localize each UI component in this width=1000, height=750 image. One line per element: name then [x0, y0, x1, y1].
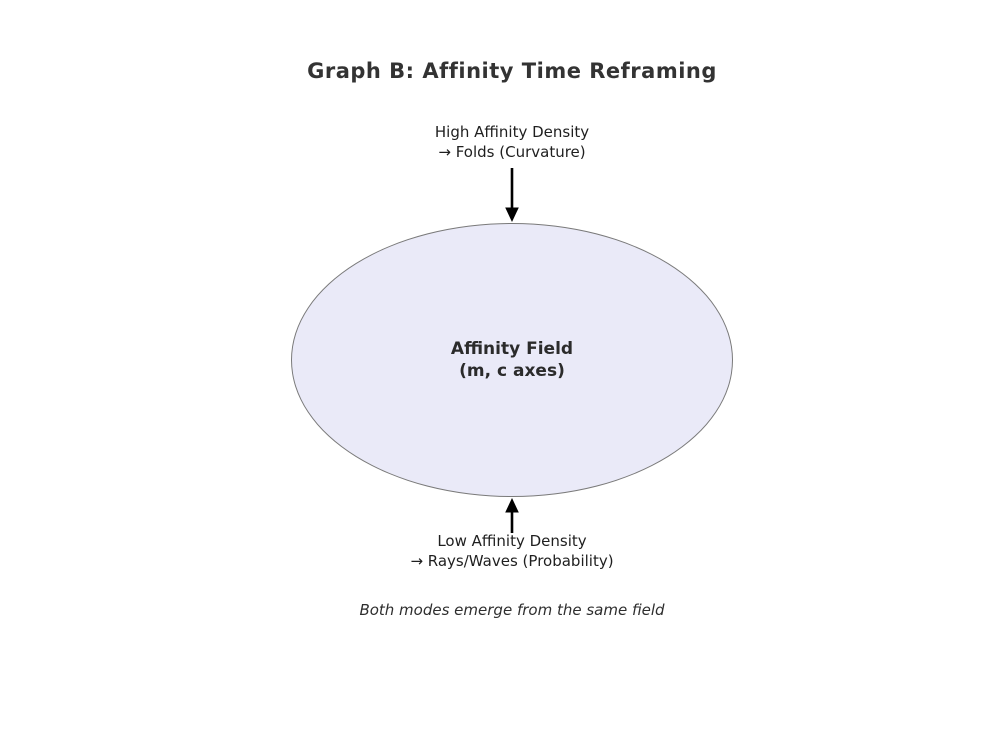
diagram-title: Graph B: Affinity Time Reframing: [307, 59, 717, 83]
affinity-field-label-line2: (m, c axes): [459, 361, 565, 381]
high-affinity-annotation: High Affinity Density → Folds (Curvature…: [435, 122, 589, 162]
low-affinity-annotation-line2: → Rays/Waves (Probability): [410, 552, 614, 570]
diagram-caption: Both modes emerge from the same field: [359, 601, 665, 619]
affinity-field-label-line1: Affinity Field: [450, 339, 574, 359]
affinity-field-label: Affinity Field (m, c axes): [451, 338, 573, 382]
high-affinity-annotation-line2: → Folds (Curvature): [438, 143, 586, 161]
down-arrow-icon: [505, 168, 519, 222]
up-arrow-icon: [505, 498, 519, 533]
low-affinity-annotation: Low Affinity Density → Rays/Waves (Proba…: [410, 531, 613, 571]
low-affinity-annotation-line1: Low Affinity Density: [437, 532, 587, 550]
affinity-field-ellipse: Affinity Field (m, c axes): [291, 223, 733, 497]
high-affinity-annotation-line1: High Affinity Density: [434, 123, 590, 141]
